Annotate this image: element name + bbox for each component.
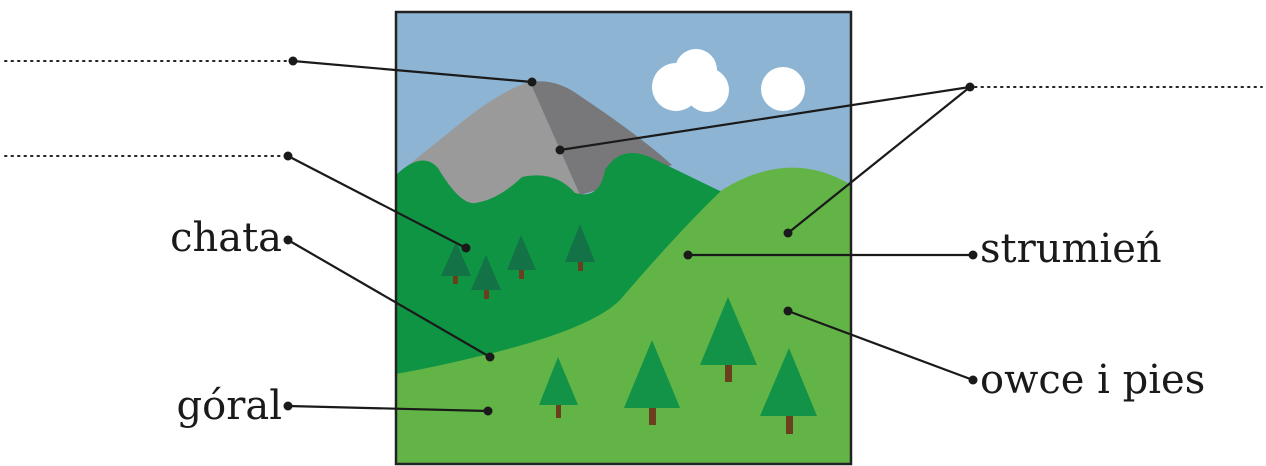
meadow-trees (539, 297, 817, 434)
leader-forest (287, 155, 467, 249)
tree (507, 235, 536, 279)
leader-lines (287, 59, 974, 413)
leader-top-right-to-rock (559, 85, 971, 152)
leader-highlander (287, 404, 489, 413)
endpoint-dot (283, 401, 293, 411)
endpoint-dot (283, 235, 293, 245)
endpoint-dot (555, 145, 565, 155)
endpoint-dot (968, 250, 978, 260)
label-sheep-and-dog: owce i pies (980, 357, 1205, 403)
endpoint-dot (683, 250, 693, 260)
endpoint-dot (288, 56, 298, 66)
leader-endpoints (283, 56, 978, 416)
landscape-picture (394, 10, 853, 466)
endpoint-dot (968, 375, 978, 385)
tree (624, 340, 680, 425)
cloud-puff (685, 68, 729, 112)
tree (700, 297, 757, 382)
endpoint-dot (527, 77, 537, 87)
cloud-small (761, 67, 805, 111)
tree (471, 255, 501, 299)
endpoint-dot (461, 243, 471, 253)
endpoint-dot (783, 306, 793, 316)
leader-top-right-to-hill (787, 86, 971, 234)
forest-trees (441, 224, 595, 299)
clouds (652, 49, 805, 112)
endpoint-dot (965, 82, 975, 92)
endpoint-dot (483, 406, 493, 416)
tree (539, 357, 578, 418)
label-highlander: góral (177, 383, 282, 429)
endpoint-dot (485, 352, 495, 362)
meadow (396, 167, 851, 464)
endpoint-dot (283, 151, 293, 161)
leader-mountain-peak (292, 59, 533, 84)
label-cottage: chata (170, 215, 282, 261)
endpoint-dot (783, 228, 793, 238)
leader-sheep-and-dog (787, 309, 974, 382)
leader-cottage (287, 239, 491, 358)
tree (565, 224, 595, 271)
picture-frame (394, 10, 853, 466)
tree (441, 242, 471, 284)
tree (760, 348, 817, 434)
label-stream: strumień (980, 226, 1162, 272)
